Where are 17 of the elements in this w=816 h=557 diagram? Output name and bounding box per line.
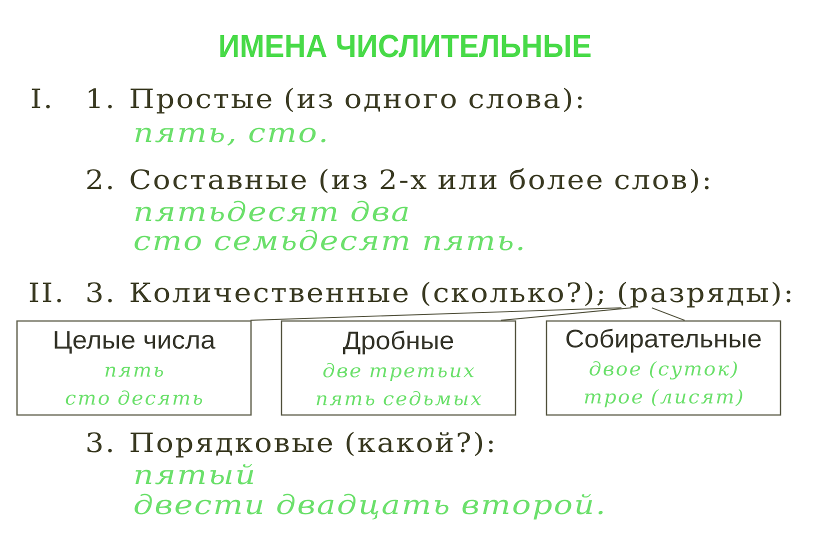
example-text: сто семьдесят пять.: [134, 230, 522, 250]
numbered-heading: 2. Составные (из 2-х или более слов):: [87, 168, 709, 194]
connector-line: [500, 307, 632, 321]
numbered-heading: 3. Порядковые (какой?):: [87, 432, 493, 458]
numbered-heading: 3. Количественные (сколько?); (разряды):: [87, 282, 790, 308]
numbered-heading: 1. Простые (из одного слова):: [88, 88, 582, 114]
roman-numeral: I.: [32, 88, 50, 108]
example-text: пятый: [136, 464, 254, 484]
title: ИМЕНА ЧИСЛИТЕЛЬНЫЕ: [220, 34, 591, 58]
connector-line: [652, 307, 685, 321]
connector-line: [250, 307, 622, 321]
example-text: пять, сто.: [136, 128, 326, 146]
category-box: Целые числа пять сто десять: [16, 320, 252, 416]
example-text: двести двадцать второй.: [134, 494, 603, 520]
category-box: Дробные две третьих пять седьмых: [280, 320, 516, 416]
example-text: пятьдесят два: [136, 200, 408, 222]
category-box: Собирательные двое (суток) трое (лисят): [546, 320, 782, 416]
